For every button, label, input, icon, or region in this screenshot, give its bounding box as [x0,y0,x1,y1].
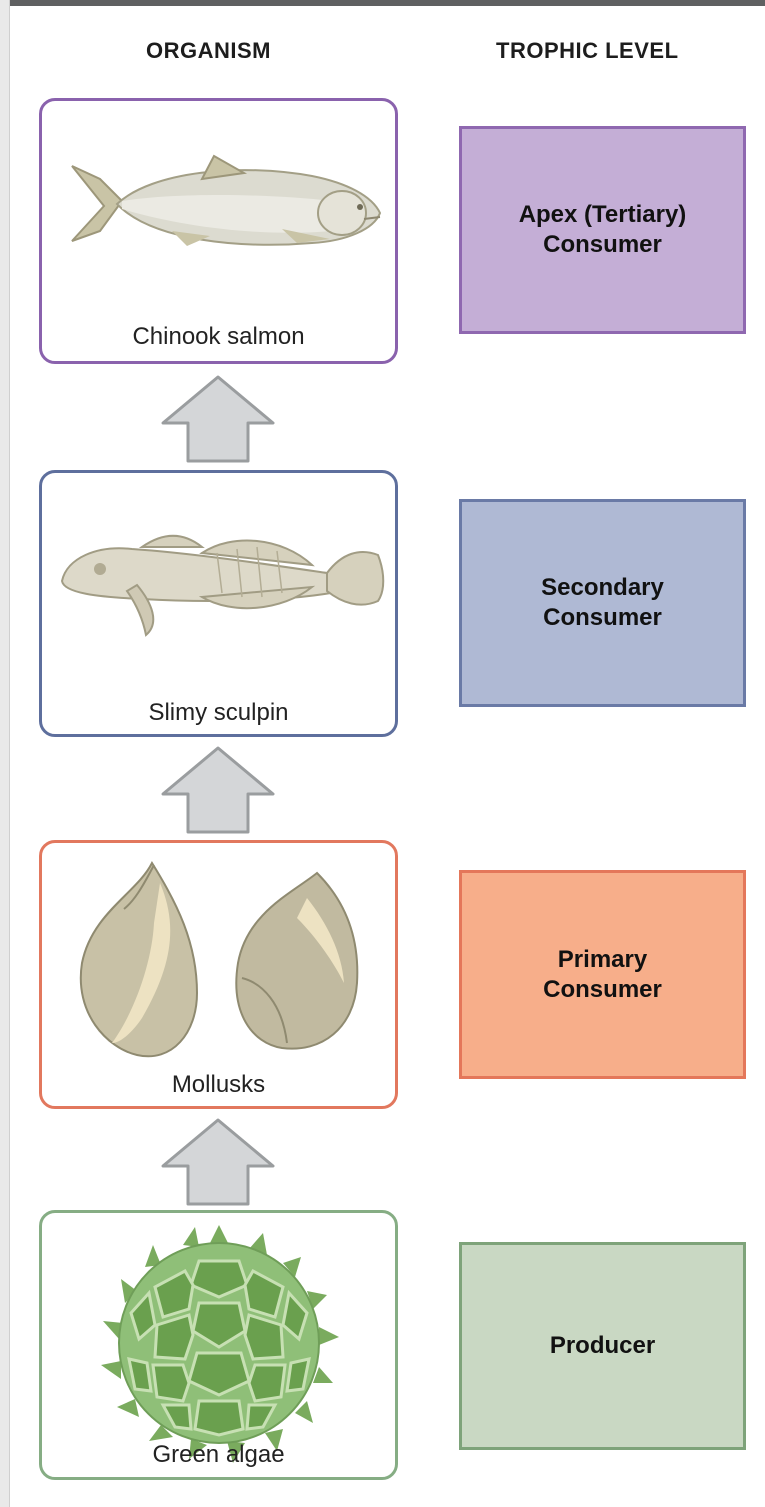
trophic-level-label: Producer [503,1331,703,1361]
organism-label: Slimy sculpin [42,699,395,727]
up-arrow [160,375,276,463]
up-arrow [160,746,276,834]
trophic-level-producer: Producer [459,1242,746,1450]
trophic-level-label: Apex (Tertiary) Consumer [503,200,703,260]
green-algae-illustration [42,1213,395,1477]
organism-box-chinook-salmon: Chinook salmon [39,98,398,364]
organism-label: Chinook salmon [42,323,395,351]
organism-box-slimy-sculpin: Slimy sculpin [39,470,398,737]
trophic-level-primary: Primary Consumer [459,870,746,1079]
organism-label: Mollusks [42,1071,395,1099]
slimy-sculpin-illustration [42,473,395,733]
trophic-level-label: Secondary Consumer [503,573,703,633]
up-arrow [160,1118,276,1206]
organism-label: Green algae [42,1441,395,1469]
organism-box-mollusks: Mollusks [39,840,398,1109]
left-edge [0,0,10,1507]
chinook-salmon-illustration [42,101,395,361]
trophic-level-secondary: Secondary Consumer [459,499,746,707]
mollusks-illustration [42,843,395,1106]
trophic-level-label: Primary Consumer [503,945,703,1005]
organism-header: ORGANISM [146,38,271,64]
trophic-level-header: TROPHIC LEVEL [496,38,679,64]
top-edge [0,0,765,6]
organism-box-green-algae: Green algae [39,1210,398,1480]
trophic-level-apex: Apex (Tertiary) Consumer [459,126,746,334]
